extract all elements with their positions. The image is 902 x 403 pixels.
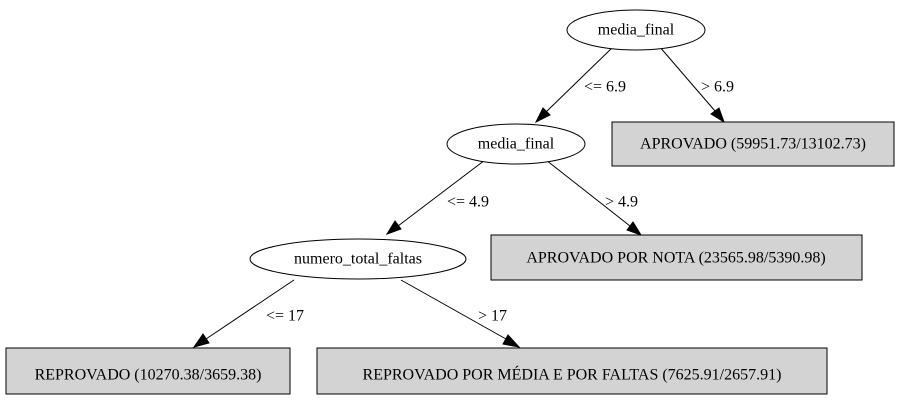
edge-numero-total-faltas-to-reprovado: <= 17 [192,279,304,348]
leaf-node-label: REPROVADO (10270.38/3659.38) [35,367,262,384]
leaf-node-label: APROVADO POR NOTA (23565.98/5390.98) [526,250,825,267]
leaf-node-reprovado-por-media-e-faltas: REPROVADO POR MÉDIA E POR FALTAS (7625.9… [316,347,828,395]
edge-media-final-2-to-aprovado-por-nota: > 4.9 [545,159,643,236]
tree-edges: <= 6.9 > 6.9 <= 4.9 > 4.9 <= 17 > 17 [192,45,734,348]
split-node-label: media_final [478,136,555,153]
leaf-node-label: APROVADO (59951.73/13102.73) [640,136,866,153]
leaf-node-reprovado: REPROVADO (10270.38/3659.38) [5,347,291,395]
leaf-node-label: REPROVADO POR MÉDIA E POR FALTAS (7625.9… [363,365,782,384]
split-node-media-final-2: media_final [446,123,586,165]
edge-numero-total-faltas-to-reprovado-por-faltas: > 17 [400,279,521,348]
edge-label-gt-4-9: > 4.9 [605,194,638,211]
edge-root-to-aprovado: > 6.9 [658,45,734,124]
edge-media-final-2-to-numero-total-faltas: <= 4.9 [385,159,489,235]
split-nodes: media_final media_final numero_total_fal… [249,9,706,280]
split-node-label: media_final [598,22,675,39]
edge-root-to-media-final-2: <= 6.9 [534,45,626,124]
split-node-label: numero_total_faltas [294,251,422,268]
leaf-node-aprovado-por-nota: APROVADO POR NOTA (23565.98/5390.98) [490,234,863,281]
leaf-nodes: APROVADO (59951.73/13102.73) APROVADO PO… [5,121,895,395]
edge-label-le-6-9: <= 6.9 [584,79,626,96]
edge-label-le-4-9: <= 4.9 [447,194,489,211]
split-node-numero-total-faltas: numero_total_faltas [249,238,467,280]
edge-label-gt-6-9: > 6.9 [701,79,734,96]
split-node-media-final-root: media_final [566,9,706,51]
edge-label-le-17: <= 17 [266,308,304,325]
edge-label-gt-17: > 17 [478,308,507,325]
leaf-node-aprovado: APROVADO (59951.73/13102.73) [611,121,895,167]
